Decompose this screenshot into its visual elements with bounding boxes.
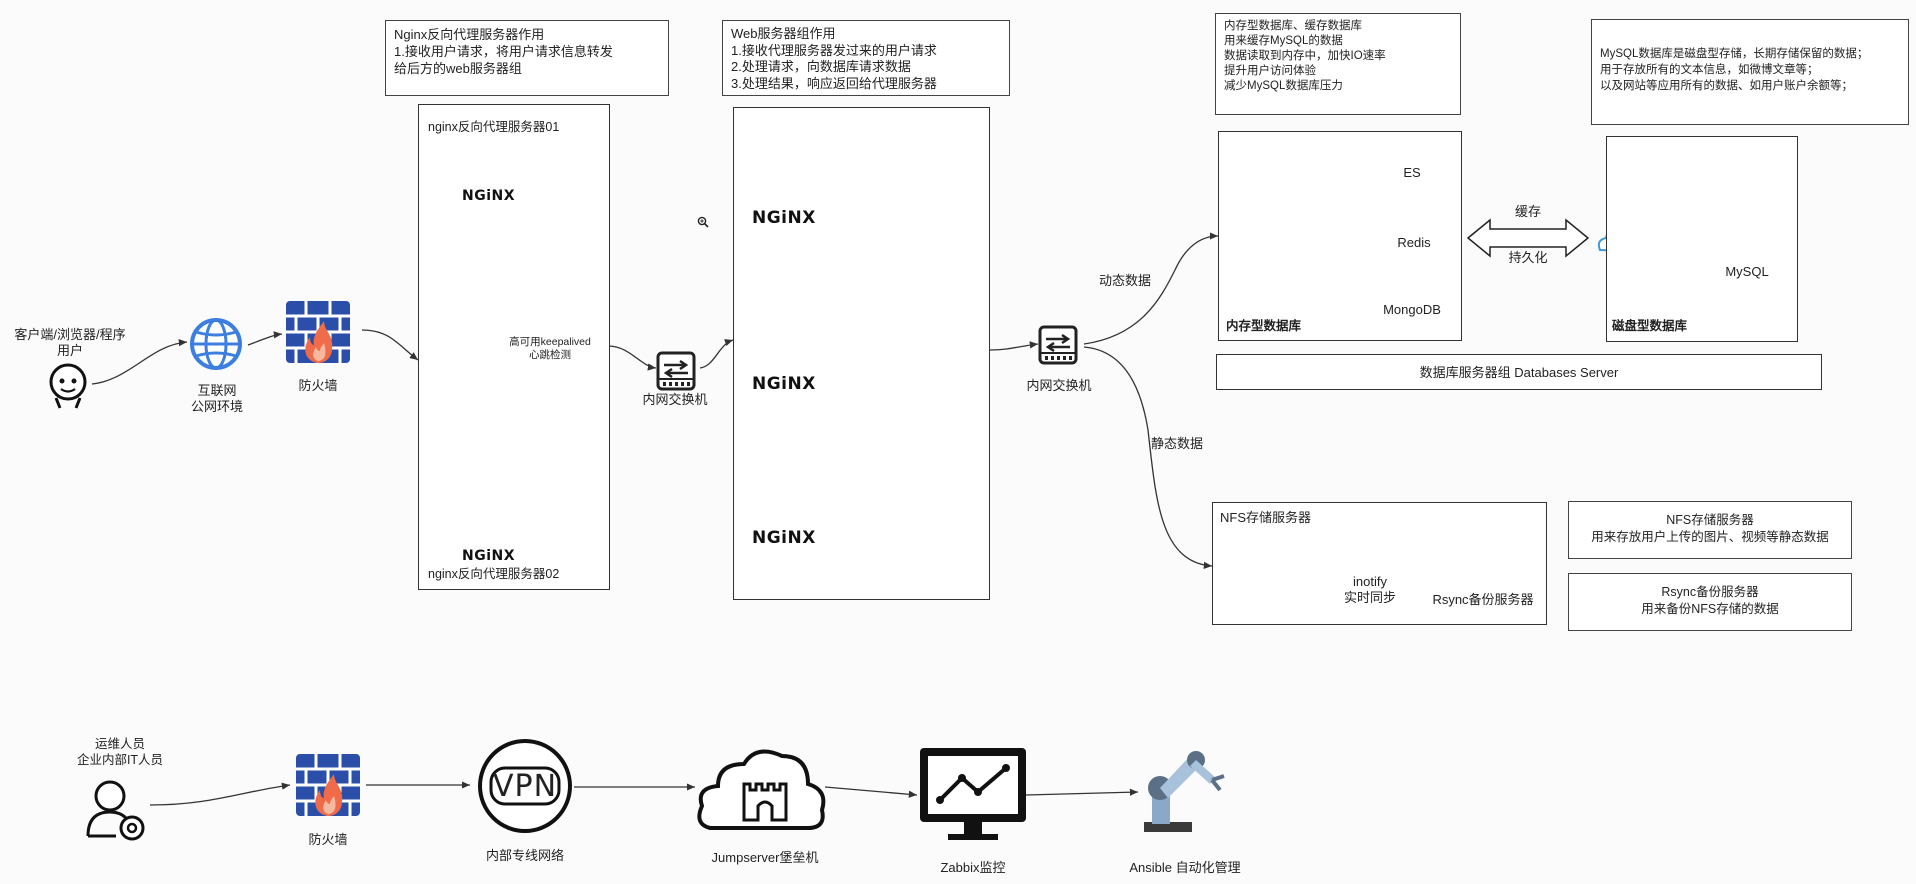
heartbeat-label: 高可用keepalived 心跳检测	[509, 336, 591, 361]
web-role-note: Web服务器组作用 1.接收代理服务器发过来的用户请求 2.处理请求，向数据库请…	[722, 20, 1010, 96]
mongodb-label: MongoDB	[1383, 302, 1441, 317]
jumpserver-label: Jumpserver堡垒机	[711, 850, 819, 865]
firewall-label: 防火墙	[298, 378, 338, 393]
nfs-sync-label: inotify 实时同步	[1343, 574, 1396, 605]
db-server-group-label: 数据库服务器组 Databases Server	[1419, 365, 1619, 380]
redis-label: Redis	[1397, 235, 1431, 250]
ansible-robot-arm-icon	[1144, 751, 1225, 832]
mysql-label: MySQL	[1725, 264, 1769, 279]
globe-icon	[190, 318, 242, 370]
user-face-icon	[49, 363, 87, 409]
redis-badge-text: Redis	[1336, 232, 1364, 243]
proxy-server-02-label: nginx反向代理服务器02	[428, 567, 560, 581]
firewall-icon	[284, 299, 352, 365]
nginx-logo: NGiNX	[462, 548, 516, 564]
nfs-group-box	[1212, 502, 1547, 625]
switch-2-label: 内网交换机	[1026, 378, 1092, 393]
static-data-label: 静态数据	[1150, 436, 1203, 451]
client-label: 客户端/浏览器/程序 用户	[14, 327, 126, 358]
memdb-role-note: 内存型数据库、缓存数据库 用来缓存MySQL的数据 数据读取到内存中，加快IO速…	[1215, 13, 1461, 115]
switch-icon	[656, 351, 696, 391]
mongo-badge-text: MONGO	[1328, 293, 1368, 304]
persist-label: 持久化	[1508, 250, 1548, 265]
zoom-cursor-icon	[697, 216, 709, 228]
nfs-role-note: NFS存储服务器 用来存放用户上传的图片、视频等静态数据	[1568, 501, 1852, 559]
ops-firewall-label: 防火墙	[308, 832, 348, 847]
disk-db-title: 磁盘型数据库	[1612, 319, 1688, 333]
ops-person-label: 运维人员 企业内部IT人员	[76, 737, 164, 767]
switch-1-label: 内网交换机	[642, 392, 708, 407]
switch-icon	[1038, 325, 1078, 365]
php-logo-text: php	[889, 179, 926, 199]
proxy-server-01-label: nginx反向代理服务器01	[428, 120, 560, 134]
mysql-role-note: MySQL数据库是磁盘型存储，长期存储保留的数据； 用于存放所有的文本信息，如微…	[1591, 19, 1909, 125]
vpn-text: VPN	[492, 769, 558, 804]
nginx-role-note: Nginx反向代理服务器作用 1.接收用户请求，将用户请求信息转发 给后方的we…	[385, 20, 669, 96]
nginx-logo: NGiNX	[462, 188, 516, 204]
cache-label: 缓存	[1514, 204, 1541, 219]
dynamic-data-label: 动态数据	[1098, 273, 1151, 288]
vpn-label: 内部专线网络	[485, 848, 564, 863]
zabbix-monitor-icon	[920, 748, 1026, 840]
internet-label: 互联网 公网环境	[190, 383, 243, 414]
ansible-label: Ansible 自动化管理	[1129, 860, 1241, 875]
memory-db-box	[1218, 131, 1462, 341]
vpn-icon	[478, 739, 572, 833]
zabbix-label: Zabbix监控	[940, 860, 1006, 875]
firewall-icon	[294, 752, 362, 818]
disk-db-box	[1606, 136, 1798, 342]
es-label: ES	[1403, 165, 1421, 180]
nfs-title: NFS存储服务器	[1220, 510, 1312, 525]
db-server-group-bar	[1216, 354, 1822, 390]
rsync-role-note: Rsync备份服务器 用来备份NFS存储的数据	[1568, 573, 1852, 631]
web-group-box	[733, 107, 990, 600]
memory-db-title: 内存型数据库	[1226, 319, 1302, 333]
admin-gear-icon	[86, 780, 145, 841]
nginx-logo: NGiNX	[752, 374, 816, 394]
rsync-server-label: Rsync备份服务器	[1432, 592, 1534, 607]
jumpserver-castle-cloud-icon	[697, 749, 826, 830]
proxy-group-box	[418, 104, 610, 590]
nginx-logo: NGiNX	[752, 208, 816, 228]
nginx-logo: NGiNX	[752, 528, 816, 548]
